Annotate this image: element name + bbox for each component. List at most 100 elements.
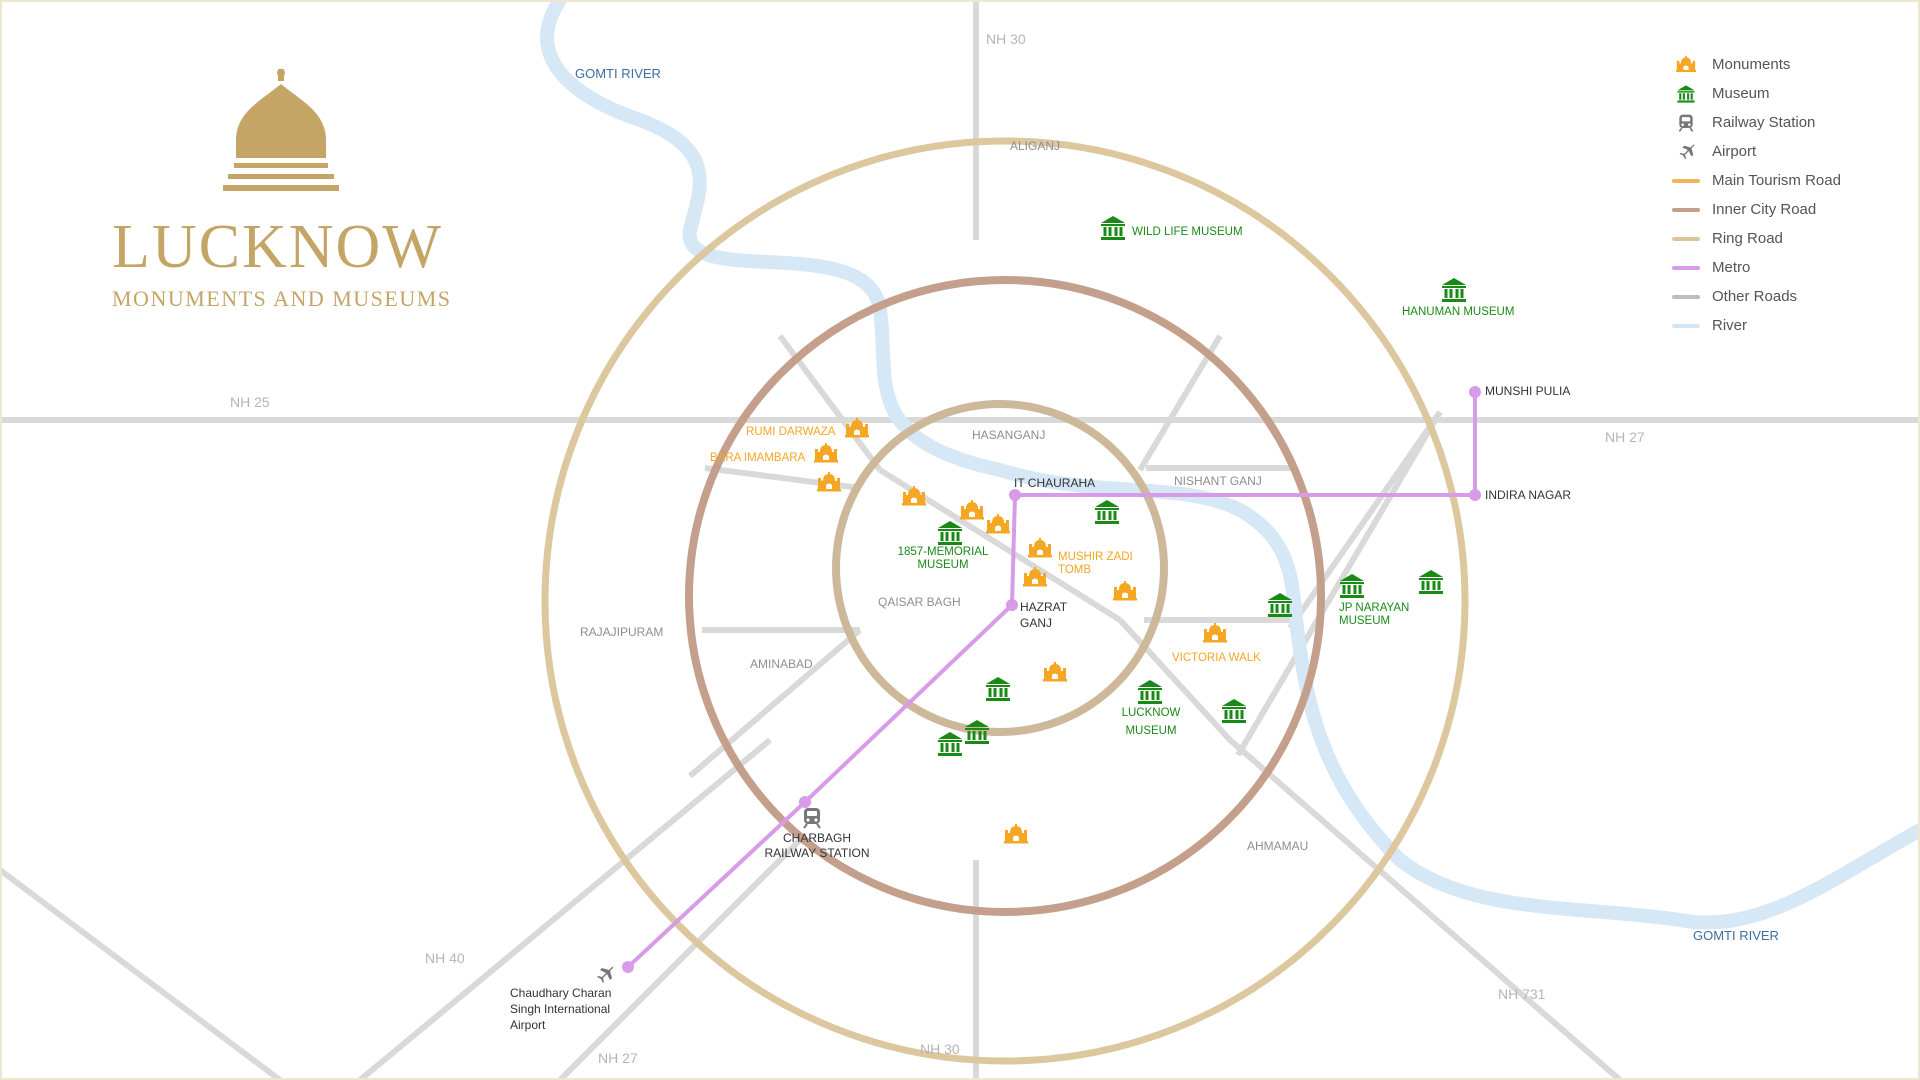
legend-label: Metro	[1712, 259, 1751, 276]
label-charbagh-2[interactable]: RAILWAY STATION	[764, 846, 869, 860]
airplane-icon[interactable]	[597, 966, 614, 983]
river-label-top: GOMTI RIVER	[575, 66, 661, 81]
area-nishant-ganj: NISHANT GANJ	[1174, 474, 1262, 488]
legend-item-monuments[interactable]: Monuments	[1672, 50, 1912, 79]
monument-labels: RUMI DARWAZA BARA IMAMBARA MUSHIR ZADI T…	[710, 426, 1261, 664]
label-nh27-bottom: NH 27	[598, 1050, 638, 1066]
highway-labels: NH 30 NH 30 NH 25 NH 27 NH 27 NH 40 NH 7…	[230, 31, 1645, 1066]
museum-icon	[1677, 84, 1695, 103]
inner-city-road	[685, 276, 1325, 916]
museum-icon[interactable]	[938, 521, 962, 545]
legend-label: Monuments	[1712, 56, 1791, 73]
legend-item-ring-road[interactable]: Ring Road	[1672, 224, 1912, 253]
road-nh27-south	[557, 837, 803, 1080]
legend-swatch	[1672, 236, 1700, 241]
legend-item-main-tourism-road[interactable]: Main Tourism Road	[1672, 166, 1912, 195]
label-rumi-darwaza[interactable]: RUMI DARWAZA	[746, 426, 836, 438]
train-icon[interactable]	[803, 807, 821, 829]
monument-icon[interactable]	[817, 472, 841, 492]
area-aliganj: ALIGANJ	[1010, 139, 1060, 153]
label-jp-narayan-2[interactable]: MUSEUM	[1339, 615, 1390, 627]
metro-station-charbagh[interactable]	[799, 796, 811, 808]
monument-icon[interactable]	[960, 500, 984, 520]
legend-label: Other Roads	[1712, 288, 1798, 305]
legend-item-airport[interactable]: Airport	[1672, 137, 1912, 166]
monument-icon	[1676, 55, 1696, 72]
road-ne-diagonal	[1137, 334, 1223, 472]
label-1857-memorial-2[interactable]: MUSEUM	[917, 559, 968, 571]
label-hazratganj-2[interactable]: GANJ	[1020, 616, 1052, 630]
legend-swatch	[1672, 207, 1700, 212]
label-lucknow-museum-1[interactable]: LUCKNOW	[1122, 707, 1181, 719]
museum-icon[interactable]	[938, 732, 962, 756]
label-nh731: NH 731	[1498, 986, 1546, 1002]
legend-item-railway-station[interactable]: Railway Station	[1672, 108, 1912, 137]
label-jp-narayan-1[interactable]: JP NARAYAN	[1339, 602, 1409, 614]
legend: Monuments Museum Railway Station Airport…	[1672, 50, 1912, 340]
museum-icon[interactable]	[1138, 680, 1162, 704]
monument-icon[interactable]	[1113, 581, 1137, 601]
map-title: LUCKNOW	[112, 213, 443, 281]
legend-item-metro[interactable]: Metro	[1672, 253, 1912, 282]
museum-icon[interactable]	[1442, 278, 1466, 302]
label-munshi-pulia[interactable]: MUNSHI PULIA	[1485, 384, 1570, 398]
museum-icon[interactable]	[1101, 216, 1125, 240]
label-hazratganj-1[interactable]: HAZRAT	[1020, 600, 1068, 614]
museum-icon[interactable]	[1222, 699, 1246, 723]
label-hanuman-museum[interactable]: HANUMAN MUSEUM	[1402, 306, 1514, 318]
river-labels: GOMTI RIVER GOMTI RIVER	[575, 66, 1779, 943]
label-airport-1[interactable]: Chaudhary Charan	[510, 986, 611, 1000]
legend-label: Inner City Road	[1712, 201, 1817, 218]
metro-station-it-chauraha[interactable]	[1009, 489, 1021, 501]
museum-icon[interactable]	[986, 677, 1010, 701]
metro-line	[622, 386, 1481, 973]
road-sw-lower	[0, 867, 282, 1080]
label-it-chauraha[interactable]: IT CHAURAHA	[1014, 476, 1095, 490]
logo-dome-icon	[223, 69, 339, 191]
legend-item-other-roads[interactable]: Other Roads	[1672, 282, 1912, 311]
label-victoria-walk[interactable]: VICTORIA WALK	[1172, 652, 1261, 664]
gomti-river	[540, 0, 1920, 930]
monument-icon[interactable]	[1203, 623, 1227, 643]
road-east-diagonal	[1235, 410, 1443, 757]
metro-station-indira-nagar[interactable]	[1469, 489, 1481, 501]
legend-item-museum[interactable]: Museum	[1672, 79, 1912, 108]
legend-label: Airport	[1712, 143, 1757, 160]
legend-item-inner-city-road[interactable]: Inner City Road	[1672, 195, 1912, 224]
legend-item-river[interactable]: River	[1672, 311, 1912, 340]
map-subtitle: MONUMENTS AND MUSEUMS	[112, 286, 452, 311]
label-charbagh-1[interactable]: CHARBAGH	[783, 831, 851, 845]
airplane-icon	[1679, 143, 1695, 159]
metro-station-munshi-pulia[interactable]	[1469, 386, 1481, 398]
river-label-bottom: GOMTI RIVER	[1693, 928, 1779, 943]
legend-label: Museum	[1712, 85, 1770, 102]
monument-icon[interactable]	[1028, 538, 1052, 558]
metro-station-hazratganj[interactable]	[1006, 599, 1018, 611]
museum-icon[interactable]	[1419, 570, 1443, 594]
inner-ring-road	[832, 400, 1168, 736]
road-ahmamau	[1117, 617, 1233, 743]
label-airport-3[interactable]: Airport	[510, 1018, 546, 1032]
road-aminabad	[688, 627, 862, 779]
label-bara-imambara[interactable]: BARA IMAMBARA	[710, 452, 806, 464]
museum-icon[interactable]	[1095, 500, 1119, 524]
monument-icon[interactable]	[814, 443, 838, 463]
monument-icon[interactable]	[1043, 662, 1067, 682]
legend-swatch	[1672, 294, 1700, 299]
metro-station-airport[interactable]	[622, 961, 634, 973]
road-nh40	[358, 737, 772, 1080]
monument-icon[interactable]	[986, 514, 1010, 534]
label-mushir-zadi-2[interactable]: TOMB	[1058, 564, 1091, 576]
label-mushir-zadi-1[interactable]: MUSHIR ZADI	[1058, 551, 1133, 563]
legend-label: River	[1712, 317, 1748, 334]
label-wild-life-museum[interactable]: WILD LIFE MUSEUM	[1132, 226, 1243, 238]
label-lucknow-museum-2[interactable]: MUSEUM	[1125, 725, 1176, 737]
monument-icon[interactable]	[1004, 824, 1028, 844]
legend-swatch	[1672, 178, 1700, 183]
area-qaisar-bagh: QAISAR BAGH	[878, 595, 961, 609]
label-indira-nagar[interactable]: INDIRA NAGAR	[1485, 488, 1571, 502]
label-airport-2[interactable]: Singh International	[510, 1002, 610, 1016]
area-hasanganj: HASANGANJ	[972, 428, 1045, 442]
label-1857-memorial-1[interactable]: 1857-MEMORIAL	[898, 546, 989, 558]
